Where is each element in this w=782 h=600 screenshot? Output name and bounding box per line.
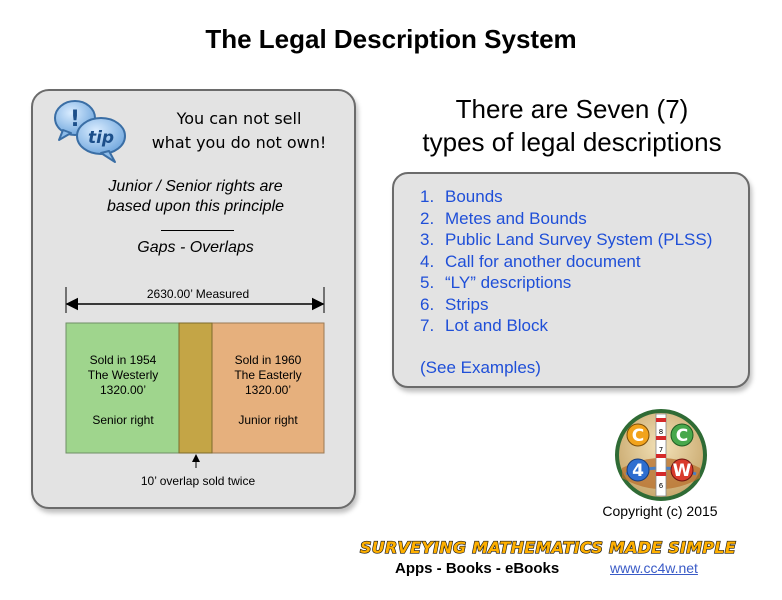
- type-item[interactable]: 3.Public Land Survey System (PLSS): [420, 230, 713, 249]
- divider: [161, 230, 234, 231]
- website-link[interactable]: www.cc4w.net: [610, 560, 698, 576]
- westerly-parcel-text: Sold in 1954 The Westerly 1320.00’ Senio…: [66, 353, 180, 428]
- principle-line-1: Junior / Senior rights are: [108, 178, 283, 195]
- copyright-text: Copyright (c) 2015: [602, 503, 718, 519]
- westerly-line-2: The Westerly: [87, 368, 159, 382]
- tip-icon: ! tip: [54, 100, 126, 163]
- type-item[interactable]: 7.Lot and Block: [420, 316, 549, 335]
- types-list: 1.Bounds 2.Metes and Bounds 3.Public Lan…: [420, 186, 712, 337]
- cc4w-logo: 8 7 6 C C 4 W: [615, 409, 707, 501]
- tip-text: You can not sell what you do not own!: [128, 107, 350, 155]
- types-panel: 1.Bounds 2.Metes and Bounds 3.Public Lan…: [392, 172, 750, 388]
- principle-text: Junior / Senior rights are based upon th…: [53, 177, 338, 217]
- easterly-line-3: 1320.00’: [244, 383, 292, 397]
- easterly-line-2: The Easterly: [234, 368, 302, 382]
- rod-number-6: 6: [659, 482, 664, 490]
- tip-line-1: You can not sell: [176, 109, 302, 128]
- rod-number-7: 7: [659, 446, 663, 454]
- logo-letter-w: W: [673, 461, 692, 481]
- tip-icon-label: tip: [88, 128, 114, 148]
- overlap-diagram: [65, 287, 325, 468]
- type-item[interactable]: 1.Bounds: [420, 187, 503, 206]
- type-item[interactable]: 2.Metes and Bounds: [420, 208, 587, 228]
- brand-banner: SURVEYING MATHEMATICS MADE SIMPLE: [359, 537, 736, 557]
- types-heading: There are Seven (7) types of legal descr…: [384, 93, 760, 159]
- page-title: The Legal Description System: [205, 24, 577, 54]
- types-heading-line-2: types of legal descriptions: [422, 127, 722, 157]
- senior-right-label: Senior right: [92, 413, 154, 427]
- tip-icon-mark: !: [70, 107, 80, 132]
- principle-panel: ! tip You can not sell what you do not o…: [31, 89, 356, 509]
- overlap-strip: [178, 322, 213, 454]
- junior-right-label: Junior right: [238, 413, 298, 427]
- types-heading-line-1: There are Seven (7): [455, 94, 689, 124]
- type-item[interactable]: 4.Call for another document: [420, 251, 641, 271]
- westerly-line-3: 1320.00’: [99, 383, 147, 397]
- westerly-line-1: Sold in 1954: [89, 353, 157, 367]
- apps-books-ebooks: Apps - Books - eBooks: [395, 560, 560, 577]
- measured-label: 2630.00’ Measured: [146, 287, 250, 301]
- rod-number-8: 8: [659, 428, 663, 436]
- tip-line-2: what you do not own!: [151, 133, 327, 152]
- logo-letter-c1: C: [632, 426, 644, 446]
- logo-letter-4: 4: [632, 461, 644, 481]
- type-item[interactable]: 6.Strips: [420, 294, 489, 314]
- brand-banner-text: SURVEYING MATHEMATICS MADE SIMPLE: [360, 538, 736, 557]
- see-examples-link[interactable]: (See Examples): [420, 358, 541, 377]
- logo-letter-c2: C: [676, 426, 688, 446]
- easterly-line-1: Sold in 1960: [234, 353, 302, 367]
- type-item[interactable]: 5.“LY” descriptions: [420, 273, 572, 292]
- easterly-parcel-text: Sold in 1960 The Easterly 1320.00’ Junio…: [213, 353, 323, 428]
- overlap-label: 10’ overlap sold twice: [140, 474, 256, 488]
- principle-line-2: based upon this principle: [106, 198, 284, 215]
- gaps-overlaps-label: Gaps - Overlaps: [137, 239, 254, 256]
